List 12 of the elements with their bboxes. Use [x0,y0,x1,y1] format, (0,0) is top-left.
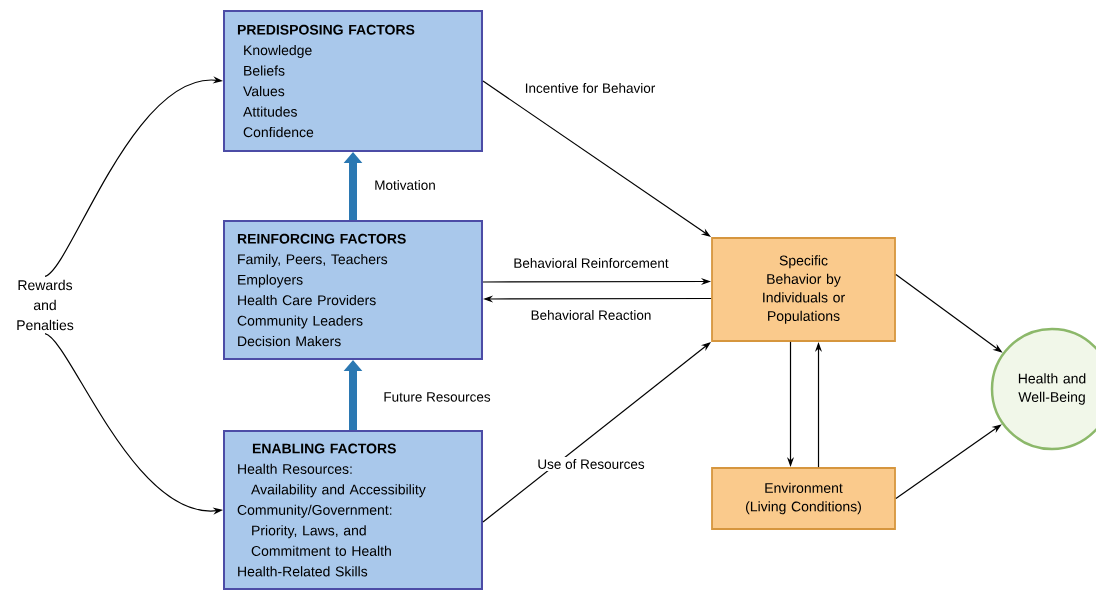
node-label: Rewards and Penalties [17,279,74,331]
outcome-box: Environment (Living Conditions) [711,467,896,530]
edge-label: Future Resources [381,390,493,404]
edge-label: Behavioral Reaction [528,308,654,322]
edge-label: Motivation [372,178,438,192]
factor-box: PREDISPOSING FACTORS Knowledge Beliefs Values Attitudes Confidence [223,10,483,152]
factor-box: REINFORCING FACTORS Family, Peers, Teachers Employers Health Care Providers Community Leaders Decision Makers [223,220,483,360]
edge-label: Behavioral Reinforcement [511,256,671,270]
outcome-box: Specific Behavior by Individuals or Populations [711,237,896,342]
edge-label: Use of Resources [535,457,647,471]
edge-label: Incentive for Behavior [522,81,658,95]
factor-box: ENABLING FACTORS Health Resources: Availability and Accessibility Community/Government: Priority, Laws, and Commitment to Health Health-Related Skills [223,430,483,590]
